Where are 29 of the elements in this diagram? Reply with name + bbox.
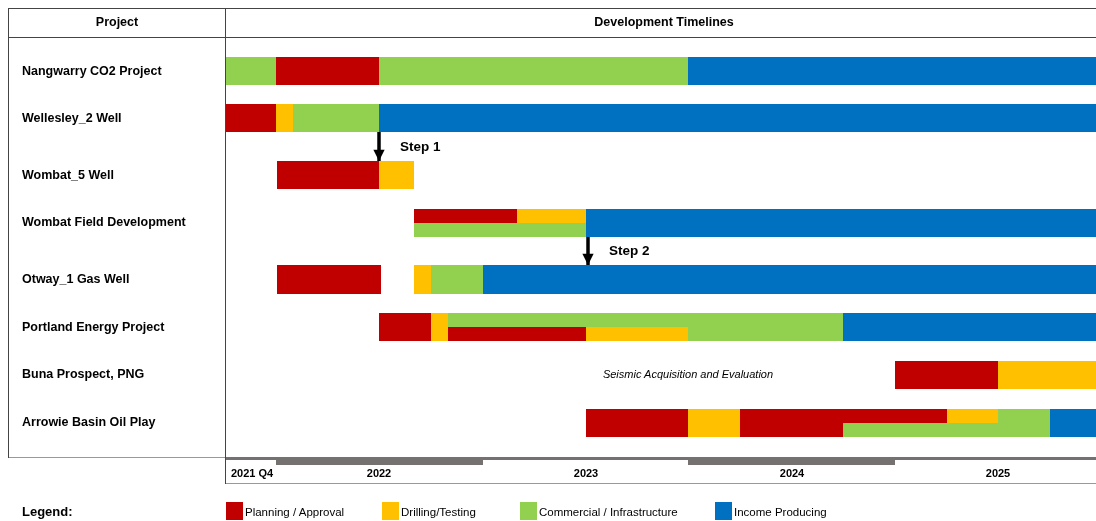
header: Development Timelines bbox=[594, 14, 734, 30]
project-name: Wombat_5 Well bbox=[22, 167, 114, 183]
arrow bbox=[373, 132, 385, 161]
timeline-bar bbox=[483, 265, 1096, 294]
legend-label: Planning / Approval bbox=[245, 505, 345, 520]
legend-label: Commercial / Infrastructure bbox=[539, 505, 678, 520]
axis-label: 2023 bbox=[573, 466, 599, 481]
timeline-bar bbox=[586, 209, 1096, 237]
timeline-bar bbox=[277, 161, 414, 189]
project-name: Nangwarry CO2 Project bbox=[22, 63, 162, 79]
edge-label: Step 2 bbox=[609, 243, 650, 259]
axis-label: 2024 bbox=[779, 466, 805, 481]
header: Project bbox=[95, 14, 139, 30]
project-name: Wellesley_2 Well bbox=[22, 110, 122, 126]
axis-label: 2025 bbox=[985, 466, 1011, 481]
legend-label: Income Producing bbox=[734, 505, 827, 520]
edge-label: Step 1 bbox=[400, 138, 441, 155]
project-name: Arrowie Basin Oil Play bbox=[22, 414, 156, 430]
arrow bbox=[582, 237, 594, 265]
project-name: Portland Energy Project bbox=[22, 319, 165, 335]
project-name: Otway_1 Gas Well bbox=[22, 271, 130, 287]
project-name: Wombat Field Development bbox=[22, 214, 186, 230]
phase-note: Seismic Acquisition and Evaluation bbox=[602, 367, 774, 382]
legend-label: Drilling/Testing bbox=[401, 505, 476, 520]
legend-title: Legend: bbox=[22, 504, 73, 520]
axis-label: 2021 Q4 bbox=[230, 466, 274, 481]
project-name: Buna Prospect, PNG bbox=[22, 366, 145, 382]
axis-label: 2022 bbox=[366, 466, 392, 481]
timeline-bar bbox=[379, 104, 1096, 132]
